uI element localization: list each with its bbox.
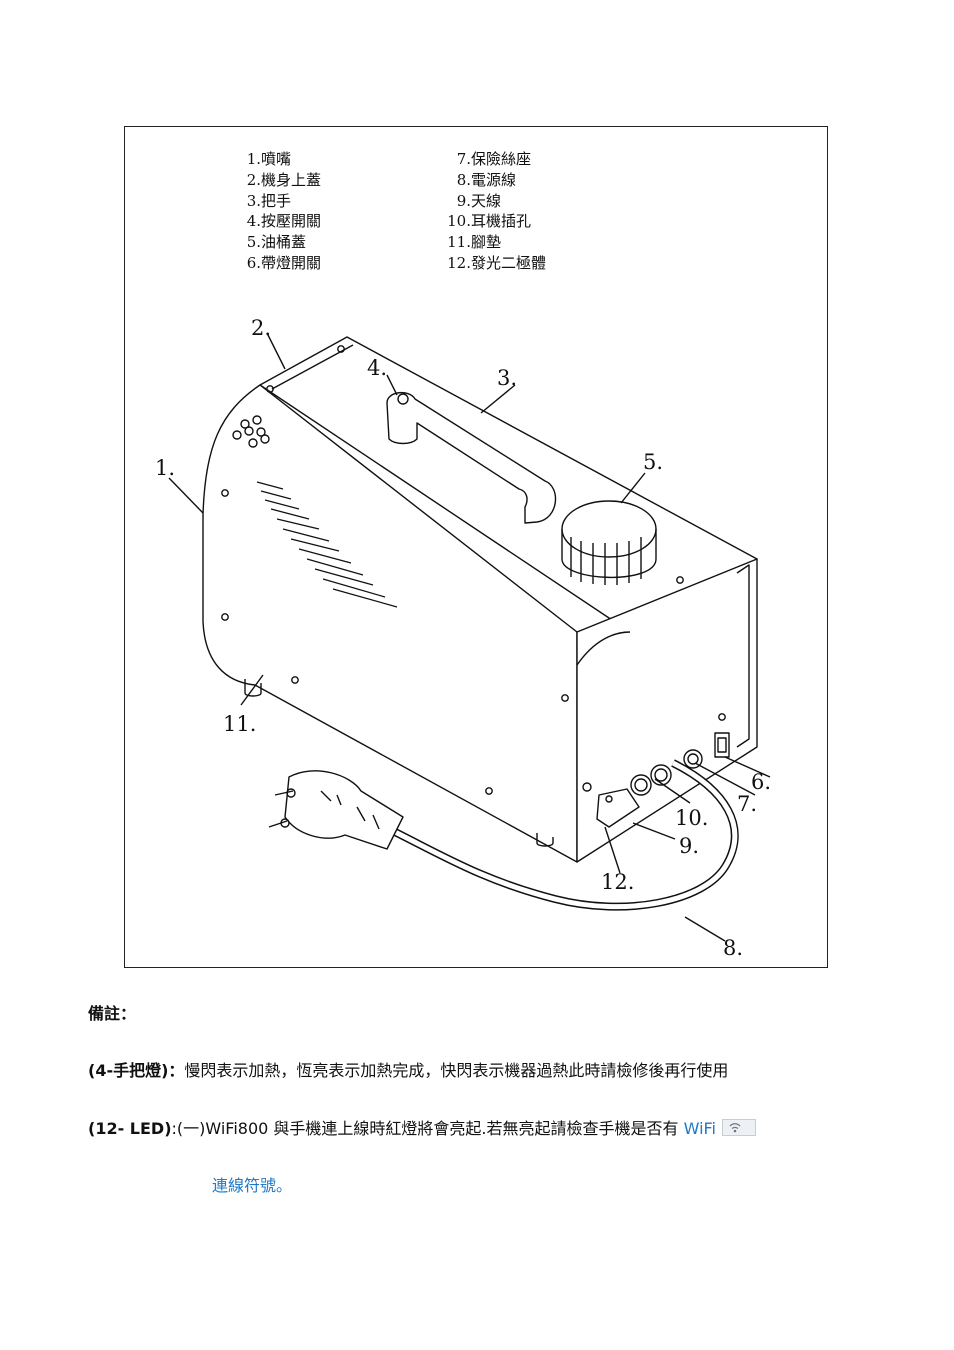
- legend-item: 11.腳墊: [447, 233, 502, 252]
- legend-item: 5.油桶蓋: [246, 233, 307, 252]
- wifi-signal-icon: [722, 1119, 756, 1136]
- note-2-wifi: WiFi: [683, 1119, 716, 1138]
- callout-6: 6.: [751, 770, 771, 794]
- legend-item: 7.保險絲座: [456, 150, 532, 168]
- machine-illustration: 1. 2. 4. 3. 5. 6. 7. 10. 9. 11. 12. 8.: [155, 316, 771, 960]
- callout-5: 5.: [643, 450, 663, 474]
- note-line-3: 連線符號。: [212, 1176, 293, 1195]
- product-diagram: 1. 2. 4. 3. 5. 6. 7. 10. 9. 11. 12. 8. 1…: [124, 126, 828, 968]
- legend-item: 9.天線: [456, 191, 502, 210]
- callout-12: 12.: [601, 870, 634, 894]
- note-1-label: (4-手把燈)：: [88, 1061, 185, 1080]
- callout-2: 2.: [251, 316, 271, 340]
- legend-left: 1.噴嘴 2.機身上蓋 3.把手 4.按壓開關 5.油桶蓋 6.帶燈開關: [243, 149, 321, 274]
- note-2-label: (12- LED): [88, 1119, 172, 1138]
- legend-item: 1.噴嘴: [246, 150, 292, 168]
- legend-right: 7.保險絲座 8.電源線 9.天線 10.耳機插孔 11.腳墊 12.發光二極體: [443, 149, 546, 274]
- legend-item: 12.發光二極體: [447, 253, 547, 272]
- callout-1: 1.: [155, 456, 175, 480]
- legend-item: 2.機身上蓋: [246, 170, 322, 189]
- note-2-text: :(一)WiFi800 與手機連上線時紅燈將會亮起.若無亮起請檢查手機是否有: [171, 1119, 684, 1138]
- legend-item: 10.耳機插孔: [447, 212, 532, 231]
- legend-item: 3.把手: [246, 191, 292, 210]
- callout-10: 10.: [675, 806, 708, 830]
- notes-heading: 備註：: [88, 1004, 137, 1023]
- callout-7: 7.: [737, 792, 757, 816]
- callout-8: 8.: [723, 936, 743, 960]
- note-line-2: (12- LED):(一)WiFi800 與手機連上線時紅燈將會亮起.若無亮起請…: [88, 1115, 756, 1139]
- callout-11: 11.: [223, 712, 256, 736]
- legend-item: 8.電源線: [456, 170, 517, 189]
- callout-9: 9.: [679, 834, 699, 858]
- legend-item: 4.按壓開關: [246, 212, 322, 231]
- note-line-1: (4-手把燈)：慢閃表示加熱，恆亮表示加熱完成，快閃表示機器過熱此時請檢修後再行…: [88, 1057, 728, 1081]
- note-1-text: 慢閃表示加熱，恆亮表示加熱完成，快閃表示機器過熱此時請檢修後再行使用: [184, 1061, 729, 1080]
- callout-3: 3.: [497, 366, 517, 390]
- callout-4: 4.: [367, 356, 387, 380]
- legend-item: 6.帶燈開關: [246, 253, 322, 272]
